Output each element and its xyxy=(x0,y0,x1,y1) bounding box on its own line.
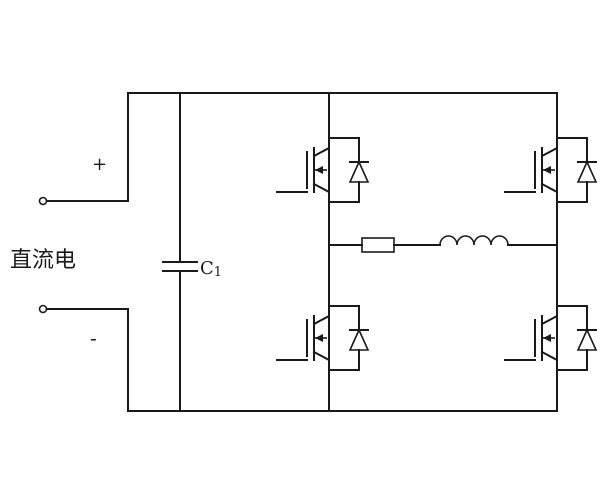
dc-input-terminals xyxy=(38,92,129,412)
positive-lead xyxy=(46,92,129,202)
switch-top-right xyxy=(504,129,597,211)
positive-terminal xyxy=(38,196,48,206)
positive-rail xyxy=(127,92,558,126)
switch-top-left xyxy=(276,129,369,211)
negative-rail xyxy=(127,379,558,412)
resistor xyxy=(361,237,395,253)
minus-label: - xyxy=(90,326,97,350)
negative-lead xyxy=(46,308,129,412)
load-branch xyxy=(328,235,558,253)
inductor xyxy=(439,235,509,246)
negative-terminal xyxy=(38,304,48,314)
switch-bottom-right xyxy=(504,297,597,379)
plus-label: + xyxy=(92,154,107,175)
source-label: 直流电 xyxy=(10,248,76,273)
switch-bottom-left xyxy=(276,297,369,379)
capacitor-label: C1 xyxy=(200,258,222,280)
capacitor-c1 xyxy=(162,92,198,412)
